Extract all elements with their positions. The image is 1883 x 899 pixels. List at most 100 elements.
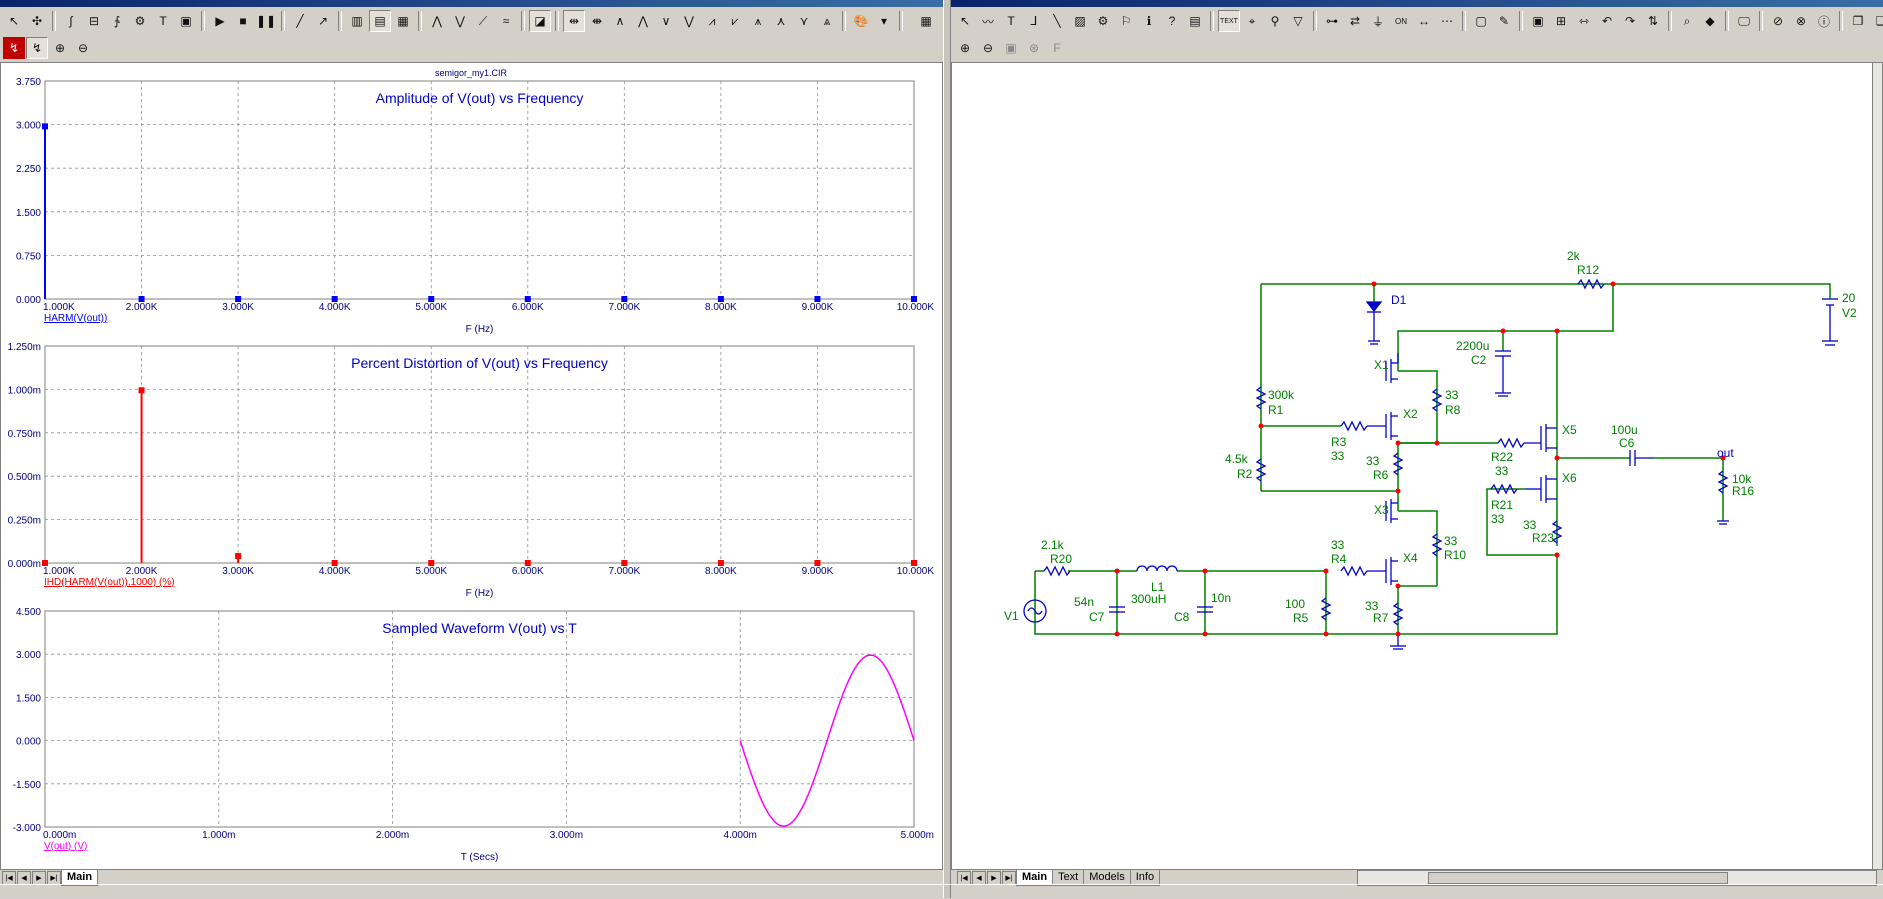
help-icon[interactable]: ? [1168,14,1176,28]
find-icon[interactable]: ⌕ [1683,13,1691,28]
run-icon[interactable]: ▶ [215,14,225,28]
zoom-in-icon[interactable]: ⊕ [54,41,66,55]
first-page-icon[interactable]: |◀ [2,871,16,885]
select-arrow-icon[interactable]: ↖ [959,14,971,28]
graph-icon[interactable]: ∱ [113,14,121,28]
resistor-r12[interactable] [1577,278,1605,290]
wire-icon[interactable]: 〰 [981,14,994,29]
resistor-r20[interactable] [1043,565,1071,577]
mirror-icon[interactable]: ⇿ [1578,14,1590,28]
tab-main[interactable]: Main [61,870,99,886]
shape-icon[interactable]: ▨ [1074,14,1086,28]
resistor-r1[interactable] [1255,386,1267,410]
pin-icon[interactable]: ⌖ [1248,13,1256,28]
color-icon[interactable]: 🎨 [853,14,869,28]
arrow-tool-icon[interactable]: ↗ [317,14,329,28]
zoom-out-icon[interactable]: ⊖ [77,41,89,55]
current-icon[interactable]: ⇄ [1349,14,1361,28]
wave-icon[interactable]: ≈ [502,14,510,28]
flag-icon[interactable]: ⚐ [1120,14,1132,28]
resistor-r6[interactable] [1392,452,1404,476]
capacitor-c8[interactable] [1197,606,1213,613]
cursor-left-icon[interactable]: ⇹ [563,10,585,32]
autoscale-y-icon[interactable]: ↯ [26,37,48,59]
battery-v2[interactable] [1822,298,1838,346]
text-tool-icon[interactable]: T [159,14,167,28]
cascade-icon[interactable]: ❐ [1852,14,1864,28]
diode-d1[interactable] [1365,301,1383,345]
cursor-right-icon[interactable]: ⇼ [591,14,603,28]
resistor-r8[interactable] [1431,388,1443,412]
next-valley-icon[interactable]: ∨ [661,14,671,28]
properties-icon[interactable]: ▣ [180,14,192,28]
on-icon[interactable]: ON [1395,16,1407,26]
top-icon[interactable]: ⩓ [823,13,831,28]
global-low-icon[interactable]: ⋎ [799,14,809,28]
layout-one-icon[interactable]: ▥ [351,14,363,28]
schematic-canvas[interactable]: 2k R12 20 V2 D1 2200u C2 X1 33 R8 300k R… [951,62,1883,870]
prev-page-icon[interactable]: ◀ [972,871,986,885]
high-icon[interactable]: ⩘ [708,13,716,28]
tab-main[interactable]: Main [1016,870,1054,886]
layout-three-icon[interactable]: ▦ [397,14,409,28]
move-icon[interactable]: ⊞ [1555,14,1567,28]
slope-icon[interactable]: ⟋ [478,13,488,28]
prev-peak-icon[interactable]: ⋀ [638,14,648,28]
zoom-in-icon[interactable]: ⊕ [959,41,971,55]
global-high-icon[interactable]: ⋏ [776,14,786,28]
mosfet-x1[interactable] [1385,353,1399,383]
schematic-titlebar[interactable] [951,0,1883,7]
resistor-r23[interactable] [1551,520,1563,544]
rotate-left-icon[interactable]: ↶ [1601,14,1613,28]
close-circle-icon[interactable]: ⊗ [1795,14,1807,28]
flip-icon[interactable]: ⇅ [1647,14,1659,28]
mosfet-x4[interactable] [1367,557,1398,585]
voltage-icon[interactable]: ⏚ [1371,14,1384,29]
chart-icon[interactable]: ◪ [529,10,551,32]
schematic-vertical-scrollbar[interactable] [1872,63,1882,869]
tile-icon[interactable]: ❏ [1875,14,1883,28]
mosfet-x2[interactable] [1367,412,1398,440]
autoscale-icon[interactable]: ↯ [3,37,25,59]
first-page-icon[interactable]: |◀ [957,871,971,885]
pause-icon[interactable]: ❚❚ [255,14,277,28]
wire-ortho-icon[interactable]: ⅃ [1030,14,1038,28]
curve-icon[interactable]: ∫ [69,14,73,28]
low-icon[interactable]: ⩗ [731,13,739,28]
fill-icon[interactable]: ◆ [1705,14,1715,28]
node-numbers-icon[interactable]: ⊶ [1326,14,1338,28]
prev-valley-icon[interactable]: ⋁ [684,14,694,28]
resistor-r7[interactable] [1392,602,1404,626]
mosfet-x5[interactable] [1524,424,1557,452]
resistor-r5[interactable] [1320,597,1332,621]
page-icon[interactable]: ▢ [1475,14,1487,28]
refresh-icon[interactable]: ⊛ [1028,41,1040,55]
diagonal-wire-icon[interactable]: ╲ [1053,14,1061,28]
tools-icon[interactable]: ✣ [31,14,43,28]
resistor-r22[interactable] [1497,437,1525,449]
resistor-r4[interactable] [1340,565,1368,577]
tab-models[interactable]: Models [1083,870,1131,886]
probe-icon[interactable]: ⚲ [1270,14,1280,28]
next-peak-icon[interactable]: ∧ [615,14,625,28]
select-arrow-icon[interactable]: ↖ [8,14,20,28]
layout-two-icon[interactable]: ▤ [369,10,391,32]
stop-circle-icon[interactable]: ⊘ [1772,14,1784,28]
pane-splitter[interactable] [943,0,951,898]
analysis-titlebar[interactable] [0,0,943,7]
next-page-icon[interactable]: ▶ [987,871,1001,885]
grid-icon[interactable]: ▦ [920,14,932,28]
bidirect-icon[interactable]: ↔ [1418,14,1430,28]
peak-icon[interactable]: ⋀ [432,14,442,28]
dropdown-icon[interactable]: ▾ [880,14,888,28]
capacitor-c2[interactable] [1495,350,1511,397]
font-icon[interactable]: F [1053,41,1061,55]
text-toggle-icon[interactable]: TEXT [1218,10,1240,32]
capacitor-c6[interactable] [1629,450,1654,466]
text-tool-icon[interactable]: T [1007,14,1015,28]
scrollbar-thumb[interactable] [1428,872,1728,884]
prev-page-icon[interactable]: ◀ [17,871,31,885]
source-v1[interactable] [1023,599,1047,623]
properties-icon[interactable]: ▣ [1532,14,1544,28]
mosfet-x6[interactable] [1525,475,1557,503]
